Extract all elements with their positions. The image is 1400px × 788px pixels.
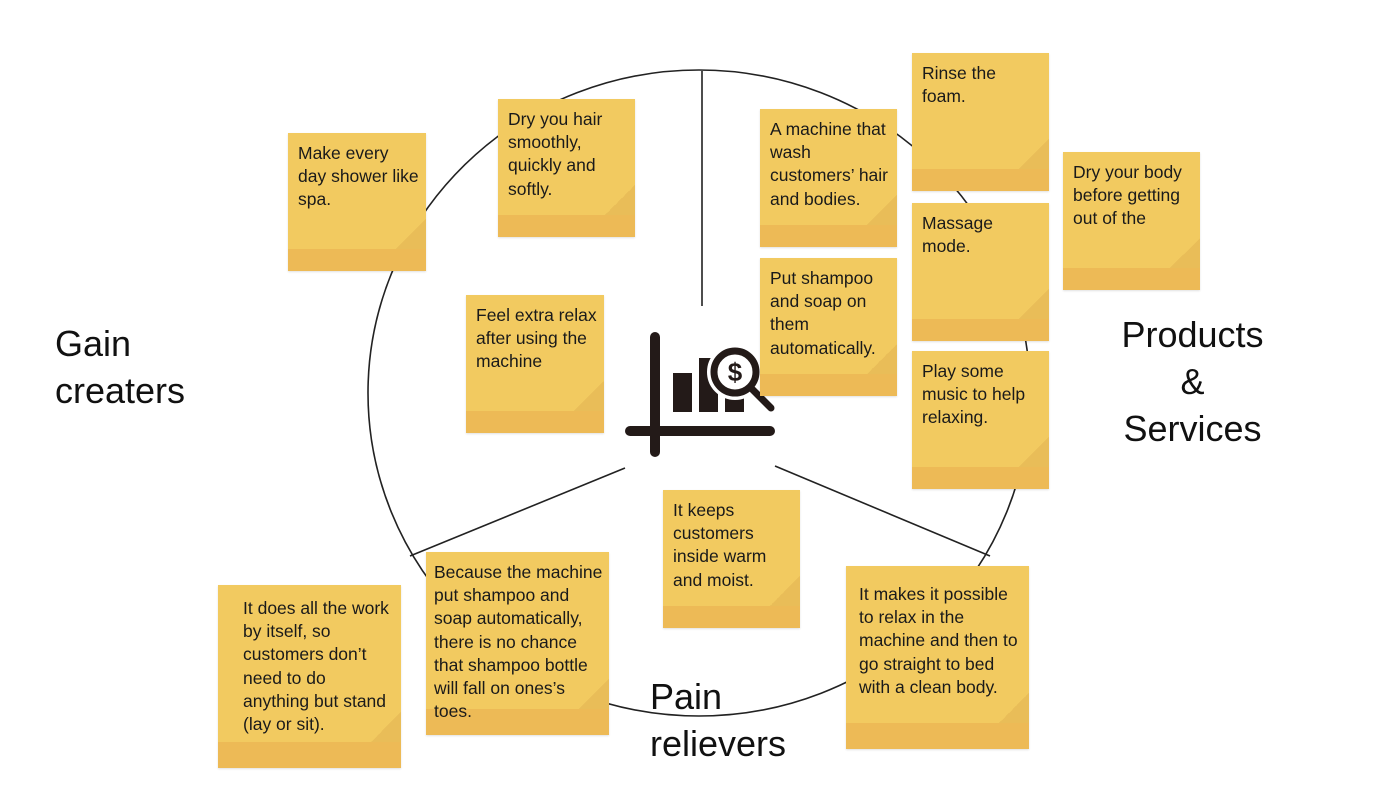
sticky-note: Put shampoo and soap on them automatical… [760, 258, 897, 396]
note-text: It keeps customers inside warm and moist… [673, 500, 767, 590]
svg-text:$: $ [728, 357, 743, 387]
sticky-note: A machine that wash customers’ hair and … [760, 109, 897, 247]
note-text: A machine that wash customers’ hair and … [770, 119, 888, 209]
sticky-note: Dry you hair smoothly, quickly and softl… [498, 99, 635, 237]
sticky-note: Because the machine put shampoo and soap… [426, 552, 609, 735]
sticky-note: It makes it possible to relax in the mac… [846, 566, 1029, 749]
note-text: Massage mode. [922, 213, 994, 257]
sticky-note: Rinse the foam. [912, 53, 1049, 191]
sticky-note: Dry your body before getting out of the [1063, 152, 1200, 290]
sticky-note: Feel extra relax after using the machine [466, 295, 604, 433]
label-services: Services [1123, 408, 1262, 449]
label-products-services: Products & Services [1100, 311, 1285, 452]
note-text: Put shampoo and soap on them automatical… [770, 268, 876, 358]
note-text: It makes it possible to relax in the mac… [859, 584, 1018, 697]
label-gain-creators: Gain creaters [55, 323, 186, 411]
label-pain-relievers: Pain relievers [650, 676, 787, 764]
note-text: Dry you hair smoothly, quickly and softl… [508, 109, 603, 199]
note-text: Rinse the foam. [922, 63, 996, 107]
note-text: Feel extra relax after using the machine [476, 305, 597, 372]
note-text: Play some music to help relaxing. [922, 361, 1026, 428]
label-products: Products [1121, 314, 1264, 355]
label-ampersand: & [1180, 361, 1205, 402]
sticky-note: Massage mode. [912, 203, 1049, 341]
sticky-note: It does all the work by itself, so custo… [218, 585, 401, 768]
note-text: Dry your body before getting out of the [1073, 162, 1182, 229]
sticky-note: Play some music to help relaxing. [912, 351, 1049, 489]
note-text: It does all the work by itself, so custo… [243, 598, 389, 735]
sticky-note: Make every day shower like spa. [288, 133, 426, 271]
chart-dollar-magnifier-icon: $ [625, 332, 775, 457]
sticky-note: It keeps customers inside warm and moist… [663, 490, 800, 628]
note-text: Because the machine put shampoo and soap… [434, 562, 603, 722]
note-text: Make every day shower like spa. [298, 143, 419, 210]
